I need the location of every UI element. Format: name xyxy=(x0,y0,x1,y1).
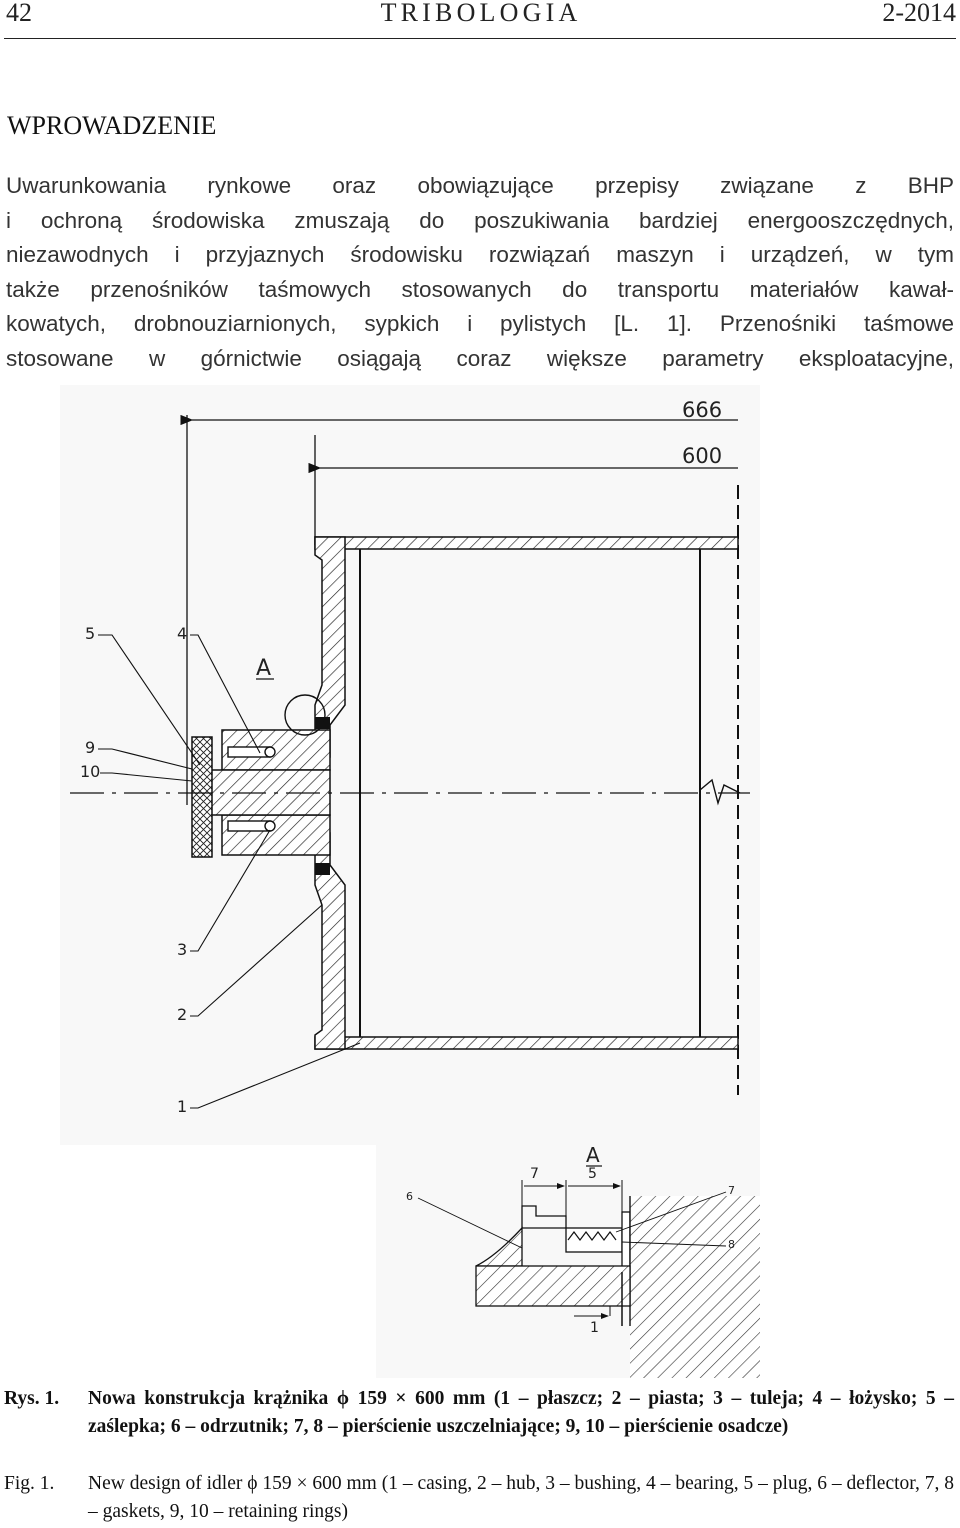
detail-dimension: 1 xyxy=(590,1320,599,1336)
detail-dimension: 7 xyxy=(530,1166,539,1182)
caption-text: New design of idler ϕ 159 × 600 mm (1 – … xyxy=(88,1473,954,1522)
detail-part-label: 6 xyxy=(406,1190,413,1203)
detail-marker: A xyxy=(256,656,271,681)
header-rule xyxy=(4,38,956,39)
running-header: 42 TRIBOLOGIA 2-2014 xyxy=(6,0,956,36)
detail-title: A xyxy=(586,1143,600,1167)
idler-cross-section-drawing: 666 600 5 xyxy=(60,385,760,1145)
part-label: 2 xyxy=(177,1005,187,1024)
journal-title: TRIBOLOGIA xyxy=(6,0,956,26)
paragraph-line: stosowane w górnictwie osiągają coraz wi… xyxy=(6,345,954,371)
page-number: 42 xyxy=(6,0,32,27)
part-label: 1 xyxy=(177,1097,187,1116)
caption-label: Fig. 1. xyxy=(4,1473,55,1494)
part-label: 3 xyxy=(177,940,187,959)
caption-text: Nowa konstrukcja krążnika ϕ 159 × 600 mm… xyxy=(88,1388,954,1437)
part-label: 9 xyxy=(85,738,95,757)
detail-dimension: 5 xyxy=(588,1166,597,1182)
paragraph-line: kowatych, drobnouziarnionych, sypkich i … xyxy=(6,311,954,336)
paragraph-line: i ochroną środowiska zmuszają do poszuki… xyxy=(6,207,954,233)
journal-title-text: TRIBOLOGIA xyxy=(380,0,582,27)
figure-caption-polish: Rys. 1. Nowa konstrukcja krążnika ϕ 159 … xyxy=(4,1385,954,1441)
intro-paragraph: Uwarunkowania rynkowe oraz obowiązujące … xyxy=(6,169,954,376)
figure-caption-english: Fig. 1. New design of idler ϕ 159 × 600 … xyxy=(4,1470,954,1526)
paragraph-line: także przenośników taśmowych stosowanych… xyxy=(6,276,954,302)
caption-label: Rys. 1. xyxy=(4,1388,60,1409)
issue-number: 2-2014 xyxy=(882,0,956,27)
dimension-label: 666 xyxy=(682,398,722,422)
part-label: 10 xyxy=(80,762,100,781)
paragraph-line: niezawodnych i przyjaznych środowisku ro… xyxy=(6,242,954,267)
section-heading: WPROWADZENIE xyxy=(7,111,217,140)
paragraph-line: Uwarunkowania rynkowe oraz obowiązujące … xyxy=(6,173,954,198)
detail-a-drawing: A 7 5 1 6 7 8 xyxy=(376,1136,760,1378)
part-label: 5 xyxy=(85,624,95,643)
detail-part-label: 7 xyxy=(728,1184,735,1197)
part-label: 4 xyxy=(177,624,187,643)
dimension-label: 600 xyxy=(682,444,722,468)
detail-part-label: 8 xyxy=(728,1238,735,1251)
